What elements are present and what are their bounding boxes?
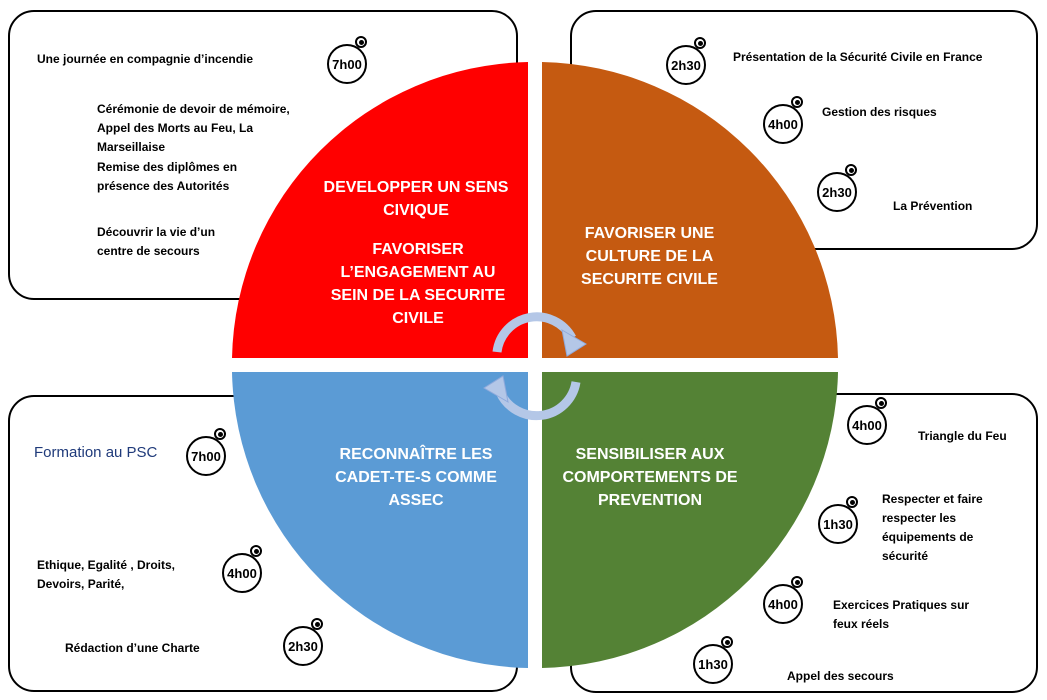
duration-label: 7h00 [332,56,362,72]
activity-label: Appel des secours [787,669,894,683]
stopwatch-icon: 4h00 [222,545,270,595]
stopwatch-icon: 4h00 [763,96,811,146]
quadrant-title-top-left-2: FAVORISER L’ENGAGEMENT AU SEIN DE LA SEC… [330,241,506,327]
duration-label: 7h00 [191,448,221,464]
activity-label: Remise des diplômes en présence des Auto… [97,160,238,193]
duration-label: 4h00 [852,417,882,433]
stopwatch-icon: 4h00 [847,397,895,447]
activity-label: Ethique, Egalité , Droits, Devoirs, Pari… [37,558,176,591]
activity-label: Gestion des risques [822,105,937,119]
duration-label: 4h00 [227,565,257,581]
stopwatch-icon: 1h30 [818,496,866,546]
duration-label: 4h00 [768,596,798,612]
activity-label: Rédaction d’une Charte [65,641,200,655]
activity-label: Exercices Pratiques sur feux réels [833,598,970,631]
duration-label: 1h30 [698,656,728,672]
stopwatch-icon: 2h30 [283,618,331,668]
quadrant-bottom-left [232,372,528,668]
quadrant-title-top-right: FAVORISER UNE CULTURE DE LA SECURITE CIV… [581,225,718,288]
stopwatch-icon: 2h30 [817,164,865,214]
arrow-head-right [561,329,587,357]
activity-label: Cérémonie de devoir de mémoire, Appel de… [97,102,290,154]
activity-label: Présentation de la Sécurité Civile en Fr… [733,50,983,64]
quadrant-top-right [542,62,838,358]
quadrant-title-bottom-left: RECONNAÎTRE LES CADET-TE-S COMME ASSEC [335,446,497,509]
activity-label: Une journée en compagnie d’incendie [37,52,254,66]
stopwatch-icon: 1h30 [693,636,741,686]
activity-label: Découvrir la vie d’un centre de secours [97,225,216,258]
stopwatch-icon: 7h00 [327,36,375,86]
duration-label: 2h30 [822,184,852,200]
cycle-arrows-icon [492,312,581,421]
quadrant-title-top-left-1: DEVELOPPER UN SENS CIVIQUE [323,179,509,219]
quadrant-top-left [232,62,528,358]
activity-label: Formation au PSC [34,444,158,461]
quadrant-bottom-right [542,372,838,668]
stopwatch-icon: 7h00 [186,428,234,478]
duration-label: 2h30 [671,57,701,73]
activity-label: Respecter et faire respecter les équipem… [882,492,983,563]
stopwatch-icon: 2h30 [666,37,714,87]
arrow-head-left [483,375,509,403]
duration-label: 4h00 [768,116,798,132]
stopwatch-icon: 4h00 [763,576,811,626]
activity-label: La Prévention [893,199,973,213]
quadrant-title-bottom-right: SENSIBILISER AUX COMPORTEMENTS DE PREVEN… [562,446,738,509]
duration-label: 2h30 [288,638,318,654]
duration-label: 1h30 [823,516,853,532]
activity-label: Triangle du Feu [918,429,1007,443]
